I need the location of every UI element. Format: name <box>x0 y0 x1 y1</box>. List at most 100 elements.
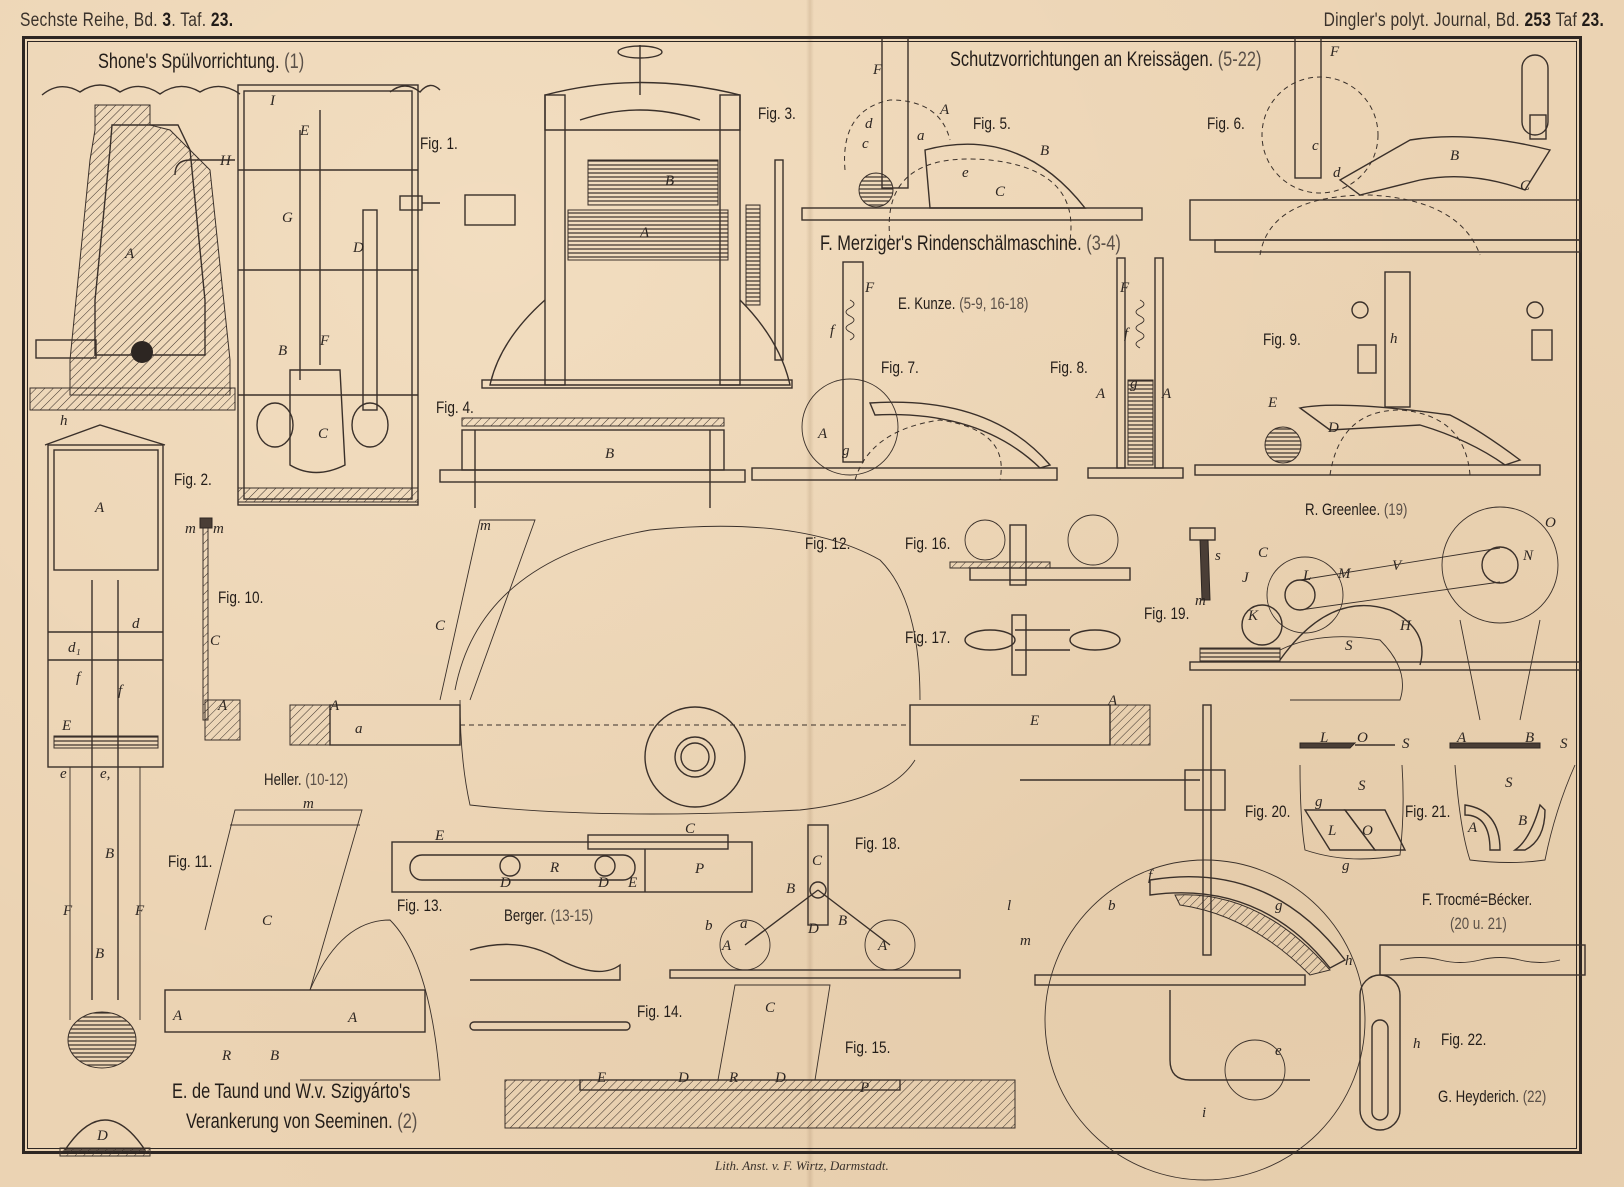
svg-text:d₁: d₁ <box>68 640 81 656</box>
title-text: Heller. <box>264 770 302 789</box>
svg-text:A: A <box>329 698 340 714</box>
svg-text:R: R <box>728 1070 738 1086</box>
svg-text:s: s <box>1215 548 1221 564</box>
svg-text:O: O <box>1357 730 1368 746</box>
figure-range: (5-22) <box>1217 48 1262 71</box>
lithographer-imprint: Lith. Anst. v. F. Wirtz, Darmstadt. <box>715 1158 889 1173</box>
fig-label-3: Fig. 3. <box>758 104 796 123</box>
svg-text:D: D <box>352 240 364 256</box>
svg-text:E: E <box>627 875 637 891</box>
plate-number: 23. <box>210 10 234 31</box>
figure-range: (10-12) <box>305 770 349 789</box>
svg-text:E: E <box>1267 395 1277 411</box>
svg-text:m: m <box>213 521 224 537</box>
svg-text:D: D <box>677 1070 689 1086</box>
svg-text:R: R <box>549 860 559 876</box>
svg-text:F: F <box>1119 280 1130 296</box>
title-text: F. Merziger's Rindenschälmaschine. <box>820 232 1082 255</box>
svg-text:B: B <box>1525 730 1534 746</box>
svg-text:F: F <box>62 903 73 919</box>
fig17-drawing <box>964 614 1121 676</box>
fig3-drawing <box>464 45 793 389</box>
plate-border-inner <box>27 41 1577 1149</box>
svg-text:V: V <box>1392 558 1403 574</box>
svg-text:a: a <box>917 128 925 144</box>
title-trocme-ref: (20 u. 21) <box>1450 914 1507 934</box>
svg-text:B: B <box>605 446 614 462</box>
svg-text:C: C <box>210 633 221 649</box>
svg-text:e: e <box>1275 1043 1282 1059</box>
fig-label-20: Fig. 20. <box>1245 802 1291 821</box>
svg-text:P: P <box>694 861 704 877</box>
title-trocme: F. Trocmé=Bécker. <box>1422 890 1532 910</box>
svg-text:L: L <box>1319 730 1328 746</box>
svg-text:C: C <box>1258 545 1269 561</box>
svg-text:a: a <box>355 721 363 737</box>
fig-label-1: Fig. 1. <box>420 134 458 153</box>
fig12-drawing <box>289 519 1151 815</box>
svg-text:A: A <box>1095 386 1106 402</box>
svg-text:O: O <box>1545 515 1556 531</box>
svg-text:f: f <box>830 323 836 339</box>
svg-text:L: L <box>1327 823 1336 839</box>
title-text: G. Heyderich. <box>1438 1087 1520 1106</box>
fig2-drawing <box>44 424 166 1157</box>
plate-number: 23. <box>1581 10 1604 31</box>
fig15-drawing <box>504 984 1016 1129</box>
fig-label-14: Fig. 14. <box>637 1002 683 1021</box>
svg-text:F: F <box>872 62 883 78</box>
fig-label-22: Fig. 22. <box>1441 1030 1487 1049</box>
figure-range: (22) <box>1522 1087 1547 1106</box>
svg-text:g: g <box>1342 858 1350 874</box>
svg-text:m: m <box>480 518 491 534</box>
fig21-drawing <box>1449 742 1576 863</box>
svg-text:B: B <box>838 913 847 929</box>
fig11-drawing <box>164 809 441 1081</box>
svg-text:F: F <box>319 333 330 349</box>
svg-text:l: l <box>1007 898 1011 914</box>
title-shone: Shone's Spülvorrichtung. (1) <box>98 50 304 74</box>
title-berger: Berger. (13-15) <box>504 906 593 926</box>
fig16-drawing <box>949 514 1131 586</box>
fig-label-12: Fig. 12. <box>805 534 851 553</box>
title-text: Berger. <box>504 906 547 925</box>
center-fold <box>806 0 814 1187</box>
figure-range: (1) <box>284 50 305 73</box>
svg-text:c: c <box>862 136 869 152</box>
fig18-drawing <box>669 824 961 979</box>
fig-label-17: Fig. 17. <box>905 628 951 647</box>
svg-text:B: B <box>95 946 104 962</box>
svg-text:h: h <box>60 413 68 429</box>
svg-text:F: F <box>1329 44 1340 60</box>
fig14-drawing <box>469 943 631 1031</box>
title-text: E. de Taund und W.v. Szigyárto's <box>172 1080 411 1103</box>
svg-text:b: b <box>705 918 713 934</box>
svg-text:C: C <box>685 821 696 837</box>
figure-range: (3-4) <box>1086 232 1121 255</box>
svg-text:m: m <box>185 521 196 537</box>
svg-text:B: B <box>1518 813 1527 829</box>
fig13-drawing <box>391 834 753 893</box>
svg-text:H: H <box>1399 618 1412 634</box>
svg-text:A: A <box>817 426 828 442</box>
svg-text:B: B <box>270 1048 279 1064</box>
svg-text:A: A <box>1456 730 1467 746</box>
figure-range: (5-9, 16-18) <box>959 294 1029 313</box>
svg-text:L: L <box>1302 568 1311 584</box>
svg-text:C: C <box>812 853 823 869</box>
svg-text:C: C <box>995 184 1006 200</box>
fig-label-7: Fig. 7. <box>881 358 919 377</box>
figure-range: (20 u. 21) <box>1450 914 1507 933</box>
svg-text:m: m <box>1020 933 1031 949</box>
fig1-drawing <box>29 84 441 506</box>
svg-text:A: A <box>1107 693 1118 709</box>
svg-text:h: h <box>1345 953 1353 969</box>
svg-text:C: C <box>318 426 329 442</box>
plate-border <box>22 36 1582 1154</box>
svg-text:g: g <box>1130 376 1138 392</box>
fig-label-21: Fig. 21. <box>1405 802 1451 821</box>
fig-label-10: Fig. 10. <box>218 588 264 607</box>
title-heyderich: G. Heyderich. (22) <box>1438 1087 1546 1107</box>
svg-text:m: m <box>303 796 314 812</box>
